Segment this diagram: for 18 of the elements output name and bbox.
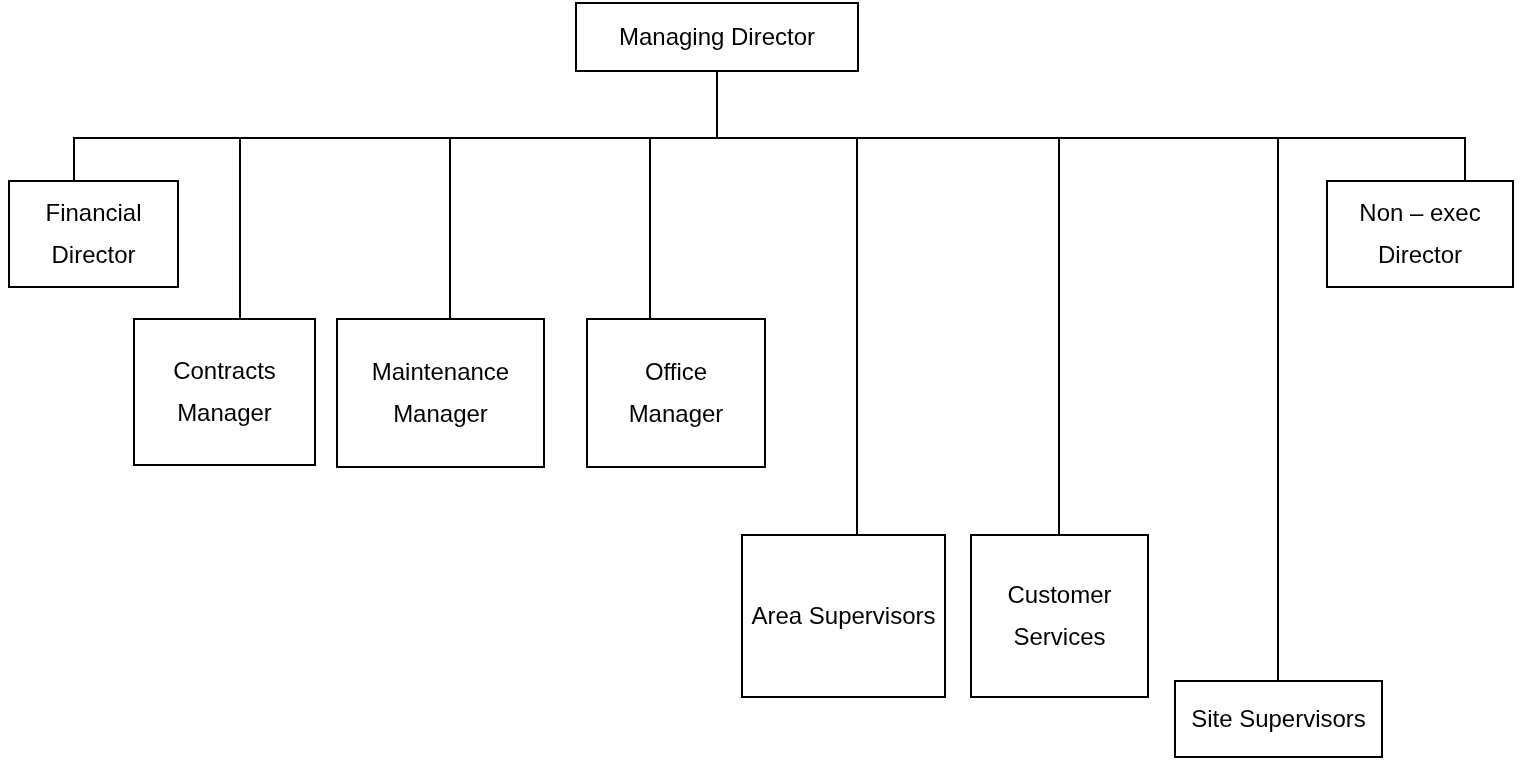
role-box bbox=[970, 534, 1149, 698]
role-title: Financial Director bbox=[44, 198, 143, 270]
role-box bbox=[586, 318, 766, 468]
role-box bbox=[741, 534, 946, 698]
role-title: Managing Director bbox=[618, 22, 816, 52]
role-box bbox=[1174, 680, 1383, 758]
role-title: Area Supervisors bbox=[751, 601, 936, 631]
role-box bbox=[336, 318, 545, 468]
role-box bbox=[575, 2, 859, 72]
role-box bbox=[8, 180, 179, 288]
role-title: Office Manager bbox=[627, 357, 725, 429]
role-title: Non – exec Director bbox=[1358, 198, 1482, 270]
role-title: Customer Services bbox=[1006, 580, 1113, 652]
role-title: Contracts Manager bbox=[172, 356, 277, 428]
role-title: Maintenance Manager bbox=[370, 357, 511, 429]
role-title: Site Supervisors bbox=[1191, 704, 1366, 734]
role-box bbox=[1326, 180, 1514, 288]
role-box bbox=[133, 318, 316, 466]
